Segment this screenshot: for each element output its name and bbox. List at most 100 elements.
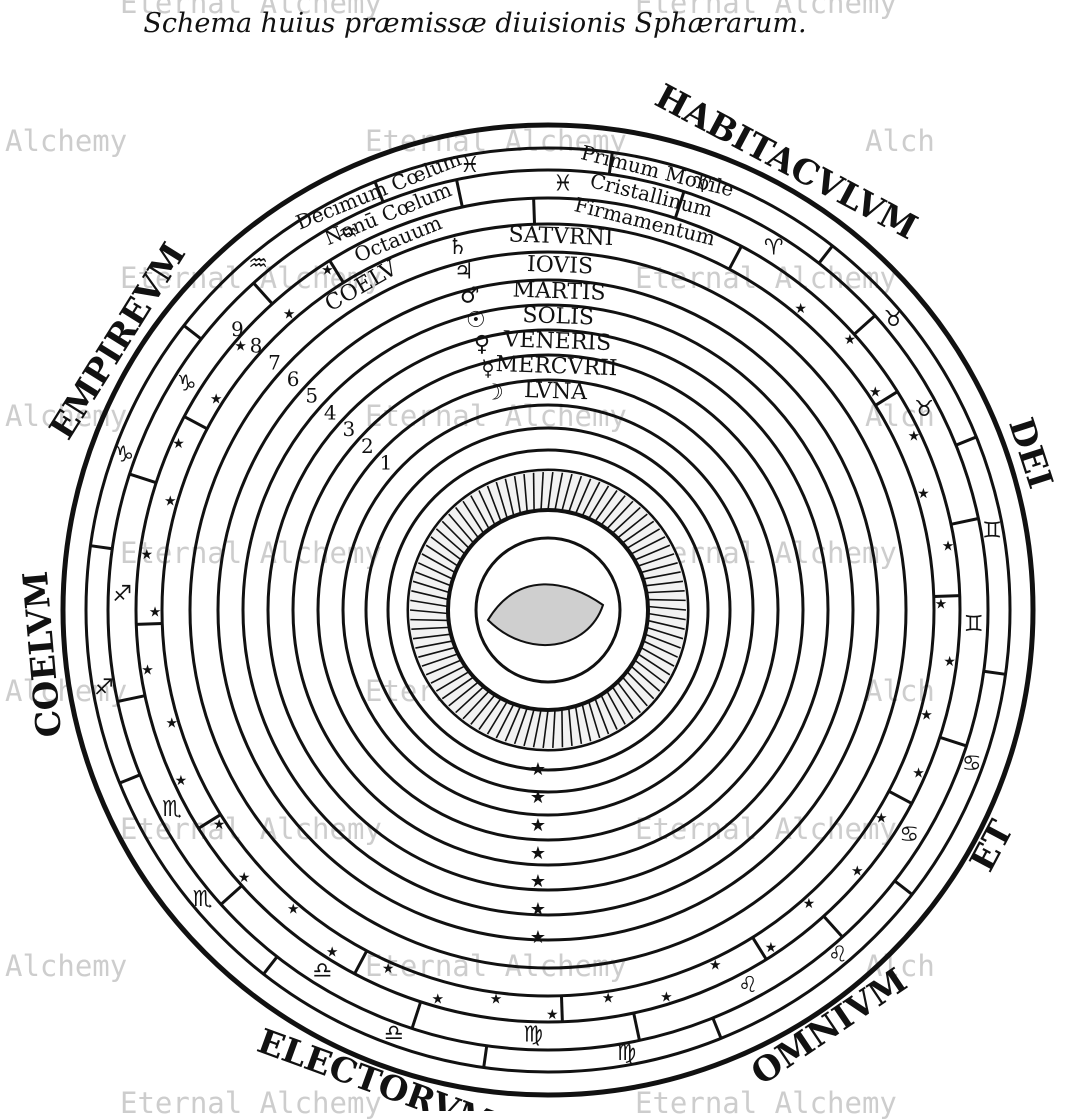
sphere-ring (386, 448, 710, 772)
planet-glyph: ☽ (484, 381, 504, 406)
flame-stroke (430, 536, 462, 561)
zodiac-glyph: ♉ (884, 307, 904, 332)
star-mark: ★ (803, 896, 816, 912)
flame-stroke (417, 562, 454, 580)
star-mark: ★ (530, 927, 546, 948)
star-mark: ★ (908, 428, 921, 444)
flame-stroke (647, 612, 686, 621)
band-divider (455, 179, 464, 208)
sphere-number: 3 (342, 417, 355, 441)
star-mark: ★ (943, 654, 956, 670)
flame-stroke (561, 473, 573, 512)
band-divider (955, 435, 977, 447)
star-mark: ★ (431, 992, 444, 1008)
flame-stroke (486, 485, 502, 522)
band-divider (950, 517, 979, 526)
band-divider (893, 879, 913, 896)
sphere-label: SOLIS (522, 303, 594, 330)
flame-stroke (626, 528, 661, 550)
sphere-ring (316, 378, 780, 842)
band-divider (559, 995, 564, 1022)
band-divider (373, 181, 385, 203)
sphere-number: 5 (305, 384, 318, 408)
central-earth (407, 469, 689, 751)
planet-glyph: ♀ (474, 332, 490, 357)
zodiac-glyph: ♏ (162, 797, 182, 822)
band-divider (119, 773, 141, 785)
star-mark: ★ (844, 332, 857, 348)
flame-stroke (554, 472, 564, 511)
sphere-number: 7 (268, 350, 281, 374)
sphere-number: 4 (324, 400, 337, 424)
flame-stroke (504, 705, 522, 742)
flame-stroke (425, 659, 462, 676)
band-divider (888, 789, 913, 805)
star-mark: ★ (869, 385, 882, 401)
flame-stroke (637, 653, 671, 676)
flame-stroke (540, 472, 544, 511)
band-divider (328, 259, 345, 284)
band-divider (183, 415, 208, 431)
band-divider (983, 669, 1006, 676)
flame-stroke (409, 609, 449, 615)
flame-stroke (470, 495, 490, 530)
star-mark: ★ (165, 716, 178, 732)
star-mark: ★ (490, 992, 503, 1008)
star-mark: ★ (875, 810, 888, 826)
zodiac-glyph: ♋ (899, 823, 919, 848)
flame-stroke (600, 495, 626, 526)
flame-stroke (574, 706, 583, 745)
flame-stroke (611, 506, 641, 534)
flame-stroke (600, 694, 618, 730)
band-divider (751, 936, 768, 961)
zodiac-glyph: ♓ (460, 153, 480, 178)
flame-stroke (611, 686, 634, 720)
star-mark: ★ (530, 815, 546, 836)
flame-stroke (644, 633, 681, 649)
flame-stroke (581, 703, 592, 742)
sphere-ring (241, 303, 855, 917)
sphere-ring (291, 353, 805, 867)
sphere-ring (266, 328, 830, 892)
flame-stroke (634, 544, 671, 561)
band-divider (353, 950, 369, 975)
flame-stroke (523, 708, 535, 747)
flame-stroke (441, 676, 475, 700)
flame-stroke (504, 478, 515, 517)
band-divider (197, 813, 222, 830)
earth-landmass (486, 583, 605, 646)
flame-stroke (647, 605, 687, 611)
star-mark: ★ (530, 899, 546, 920)
sphere-ring (134, 196, 962, 1024)
sphere-ring (160, 222, 936, 998)
star-mark: ★ (382, 961, 395, 977)
sphere-ring (341, 403, 755, 817)
zodiac-glyph: ♈ (764, 236, 784, 261)
band-divider (727, 245, 743, 270)
flame-stroke (455, 506, 480, 539)
flame-stroke (513, 475, 522, 514)
band-divider (607, 152, 614, 175)
flame-stroke (616, 513, 648, 539)
flame-stroke (412, 580, 450, 594)
star-mark: ★ (149, 605, 162, 621)
flame-stroke (616, 681, 641, 714)
star-mark: ★ (851, 863, 864, 879)
band-divider (532, 198, 537, 225)
band-divider (817, 245, 834, 265)
sphere-label: IOVIS (527, 252, 594, 279)
flame-stroke (495, 703, 515, 739)
planet-glyph: ♄ (448, 235, 468, 260)
band-divider (220, 884, 243, 906)
flame-stroke (410, 618, 449, 622)
flame-stroke (642, 571, 681, 580)
flame-stroke (532, 472, 535, 511)
flame-stroke (634, 659, 666, 684)
outer-inscription-word: ELECTORVM (252, 1021, 499, 1111)
band-divider (939, 735, 967, 748)
zodiac-glyph: ♏ (193, 887, 213, 912)
star-mark: ★ (912, 765, 925, 781)
flame-stroke (606, 500, 634, 530)
flame-stroke (647, 598, 686, 602)
